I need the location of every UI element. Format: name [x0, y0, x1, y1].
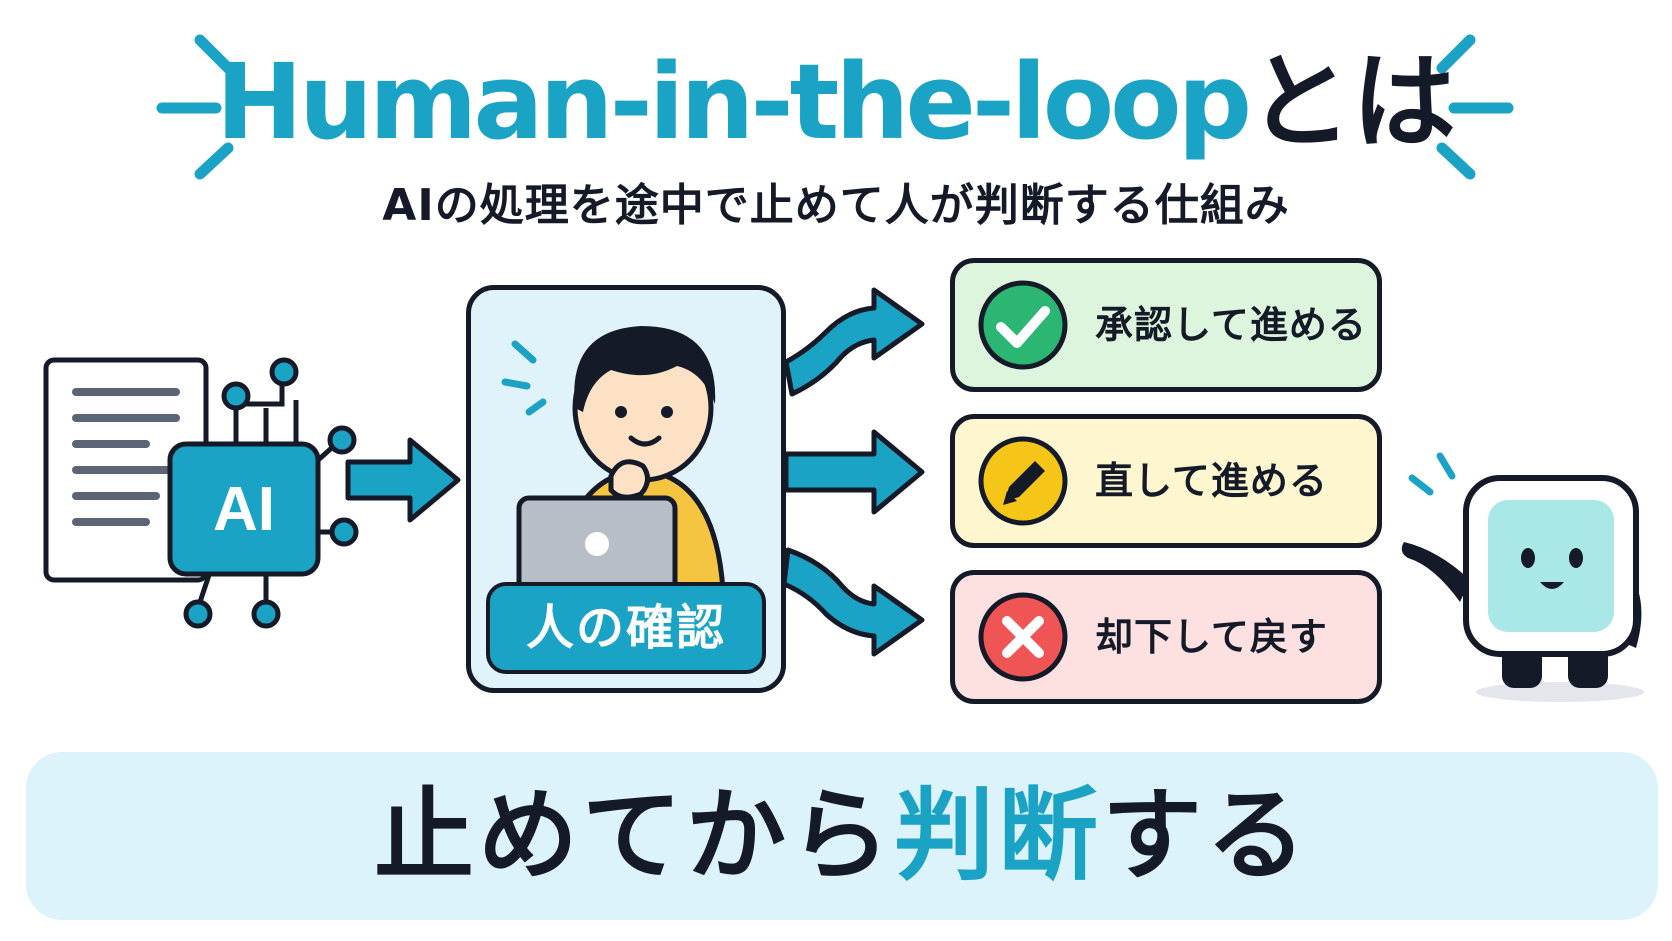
page-title: Human-in-the-loopとは: [0, 42, 1672, 162]
page-subtitle: AIの処理を途中で止めて人が判断する仕組み: [382, 180, 1290, 231]
ai-chip-label: AI: [213, 475, 275, 544]
banner-suffix: する: [1102, 777, 1310, 894]
person-hand: [608, 459, 650, 500]
human-review-label: 人の確認: [486, 582, 766, 674]
option-edit-label: 直して進める: [1095, 459, 1328, 503]
mascot-arm: [1401, 542, 1470, 602]
summary-banner-text: 止めてから判断する: [26, 752, 1658, 920]
right-sparkle-icon: [1436, 34, 1514, 180]
sparkle-icon: [501, 340, 547, 416]
ai-document-illustration: AI: [43, 357, 359, 629]
cross-icon: [978, 592, 1068, 682]
document-lines: [72, 388, 180, 526]
option-approve: 承認して進める: [950, 258, 1382, 392]
banner-highlight: 判断: [894, 777, 1102, 894]
option-approve-label: 承認して進める: [1095, 303, 1367, 347]
option-reject: 却下して戻す: [950, 570, 1382, 704]
option-edit: 直して進める: [950, 414, 1382, 548]
ai-chip-icon: [167, 441, 321, 577]
arrow-to-review-icon: [345, 437, 461, 523]
title-english: Human-in-the-loop: [215, 41, 1252, 163]
circuit-nodes: [183, 357, 359, 629]
title-japanese-suffix: とは: [1248, 41, 1457, 163]
arrow-to-approve-icon: [783, 287, 925, 397]
summary-banner: 止めてから判断する: [26, 752, 1658, 920]
arrow-to-edit-icon: [783, 429, 925, 515]
option-reject-label: 却下して戻す: [1095, 615, 1328, 659]
mascot-sparkle-icon: [1408, 452, 1456, 496]
pencil-icon: [978, 436, 1068, 526]
person-hair: [574, 326, 716, 412]
banner-prefix: 止めてから: [374, 777, 894, 894]
person-with-laptop-illustration: [501, 326, 726, 601]
mascot-illustration: [1401, 452, 1644, 702]
branch-arrows: [781, 287, 925, 657]
arrow-to-reject-icon: [781, 547, 925, 657]
left-sparkle-icon: [156, 34, 234, 180]
checkmark-icon: [978, 280, 1068, 370]
